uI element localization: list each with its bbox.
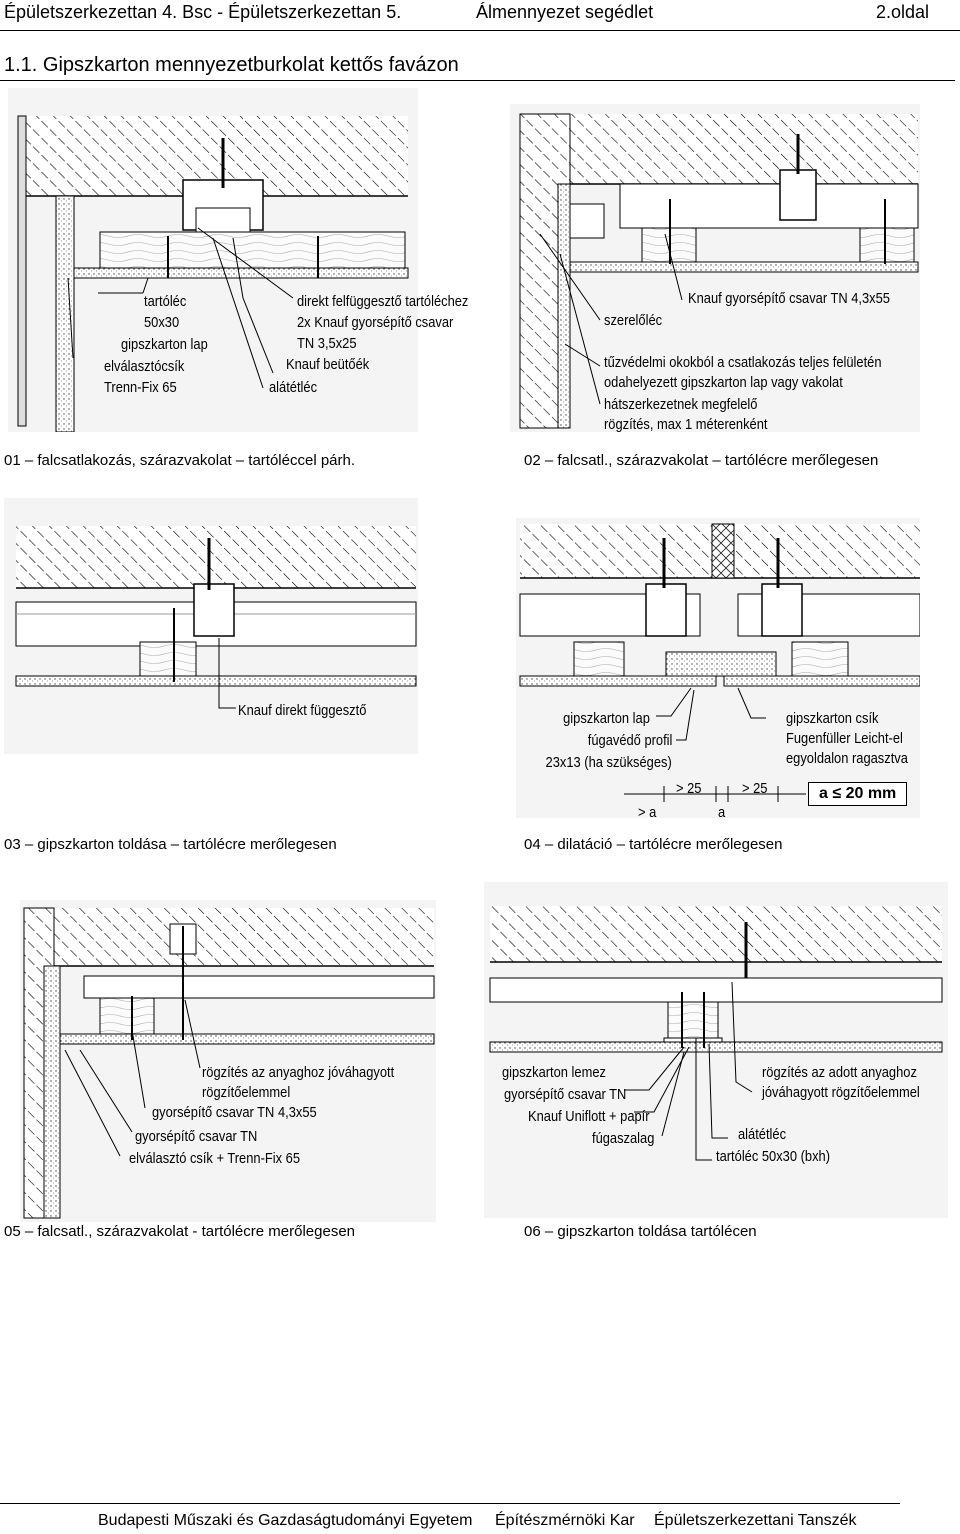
fig01-label-9: alátétléc <box>269 379 318 396</box>
figure-06-caption: 06 – gipszkarton toldása tartólécen <box>524 1223 757 1240</box>
fig04-label-5: egyoldalon ragasztva <box>786 750 908 767</box>
figure-05-drawing: rögzítés az anyaghoz jóváhagyott rögzítő… <box>20 900 436 1222</box>
fig01-label-4: Trenn-Fix 65 <box>104 379 177 396</box>
fig04-label-0: gipszkarton lap <box>563 710 650 727</box>
wall-plaster <box>55 195 75 432</box>
fig04-gap-limit-box: a ≤ 20 mm <box>808 782 908 806</box>
fig04-dim-gt25-b: > 25 <box>742 780 768 797</box>
figure-01-caption: 01 – falcsatlakozás, szárazvakolat – tar… <box>4 452 356 469</box>
fig06-label-5: jóváhagyott rögzítőelemmel <box>762 1084 920 1101</box>
fig02-label-5: rögzítés, max 1 méterenként <box>604 416 768 433</box>
header-course: Épületszerkezettan 4. Bsc - Épületszerke… <box>4 2 402 22</box>
fig04-dim-a: a <box>718 804 726 821</box>
fig01-label-6: 2x Knauf gyorsépítő csavar <box>297 314 454 331</box>
figure-03-drawing: Knauf direkt függesztő <box>4 498 418 754</box>
header-page: 2.oldal <box>876 2 930 22</box>
fig02-label-1: szerelőléc <box>604 312 663 329</box>
fig04-label-1: fúgavédő profil <box>587 732 672 749</box>
header-topic: Álmennyezet segédlet <box>476 2 654 22</box>
title-rule <box>0 80 955 81</box>
fig01-label-2: gipszkarton lap <box>121 336 208 353</box>
figure-01-drawing: tartóléc 50x30 gipszkarton lap elválaszt… <box>8 88 468 432</box>
fig06-label-6: alátétléc <box>738 1126 787 1143</box>
fig01-label-7: TN 3,5x25 <box>297 335 357 352</box>
fig01-label-8: Knauf beütőék <box>286 356 370 373</box>
batten <box>99 231 406 269</box>
footer-department: Épületszerkezettani Tanszék <box>654 1512 857 1529</box>
footer-university: Budapesti Műszaki és Gazdaságtudományi E… <box>98 1512 473 1529</box>
fig02-label-0: Knauf gyorsépítő csavar TN 4,3x55 <box>688 290 890 307</box>
footer-faculty: Építészmérnöki Kar <box>495 1512 635 1529</box>
fig06-label-4: rögzítés az adott anyaghoz <box>762 1064 917 1081</box>
fig06-label-2: Knauf Uniflott + papír <box>528 1108 650 1125</box>
fig04-dim-gt25-a: > 25 <box>676 780 702 797</box>
header-rule <box>0 30 960 31</box>
fig03-label-0: Knauf direkt függesztő <box>238 702 367 719</box>
fig06-label-1: gyorsépítő csavar TN <box>504 1086 627 1103</box>
fig05-label-1: rögzítőelemmel <box>202 1084 291 1101</box>
figure-04-drawing: gipszkarton lap fúgavédő profil 23x13 (h… <box>516 518 920 821</box>
fig05-label-2: gyorsépítő csavar TN 4,3x55 <box>152 1104 317 1121</box>
fig01-label-0: tartóléc <box>144 293 187 310</box>
plasterboard <box>73 267 409 279</box>
fig05-label-0: rögzítés az anyaghoz jóváhagyott <box>202 1064 395 1081</box>
section-title: 1.1. Gipszkarton mennyezetburkolat kettő… <box>4 54 459 76</box>
fig01-label-3: elválasztócsík <box>104 358 185 375</box>
fig02-label-2: tűzvédelmi okokból a csatlakozás teljes … <box>604 354 882 371</box>
fig04-dim-gt-a: > a <box>638 804 657 821</box>
fig04-label-3: gipszkarton csík <box>786 710 879 727</box>
fig05-label-4: elválasztó csík + Trenn-Fix 65 <box>129 1150 301 1167</box>
fig02-label-3: odahelyezett gipszkarton lap vagy vakola… <box>604 374 843 391</box>
fig01-label-1: 50x30 <box>144 314 180 331</box>
fig06-label-7: tartóléc 50x30 (bxh) <box>716 1148 831 1165</box>
fig04-label-2: 23x13 (ha szükséges) <box>545 754 672 771</box>
fig01-label-5: direkt felfüggesztő tartóléchez <box>297 293 469 310</box>
fig06-label-3: fúgaszalag <box>592 1130 655 1147</box>
figure-04-caption: 04 – dilatáció – tartólécre merőlegesen <box>524 836 783 853</box>
fig02-label-4: hátszerkezetnek megfelelő <box>604 396 758 413</box>
footer-rule <box>0 1503 900 1504</box>
figure-06-drawing: gipszkarton lemez gyorsépítő csavar TN K… <box>484 882 948 1218</box>
figure-05-caption: 05 – falcsatl., szárazvakolat - tartóléc… <box>4 1223 355 1240</box>
figure-03-caption: 03 – gipszkarton toldása – tartólécre me… <box>4 836 337 853</box>
fig05-label-3: gyorsépítő csavar TN <box>135 1128 258 1145</box>
figure-02-caption: 02 – falcsatl., szárazvakolat – tartóléc… <box>524 452 879 469</box>
figure-02-drawing: Knauf gyorsépítő csavar TN 4,3x55 szerel… <box>510 104 920 433</box>
fig06-label-0: gipszkarton lemez <box>502 1064 606 1081</box>
fig04-label-4: Fugenfüller Leicht-el <box>786 730 903 747</box>
